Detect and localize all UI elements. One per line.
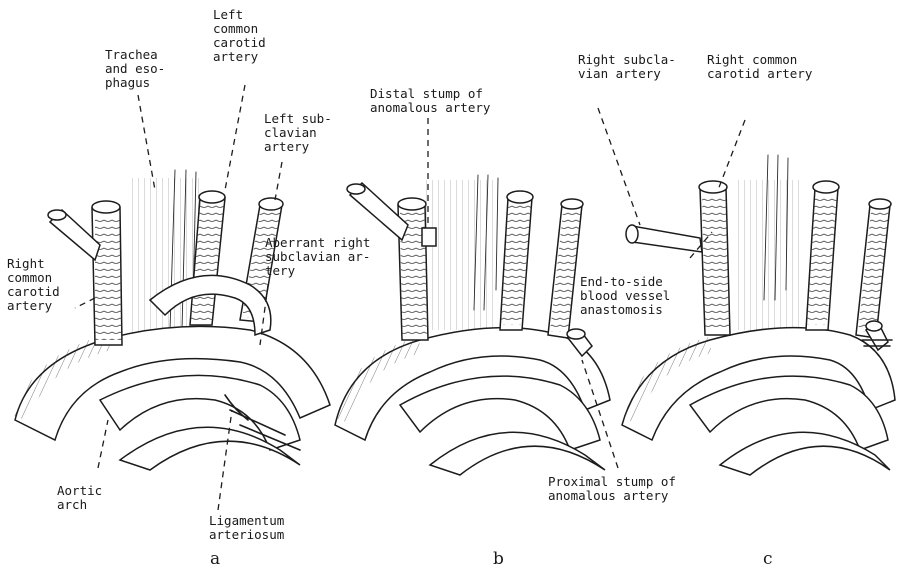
label-trachea-esophagus: Trachea and eso- phagus xyxy=(105,48,165,90)
panel-a-drawing xyxy=(15,170,330,470)
label-right-common-carotid-a: Right common carotid artery xyxy=(7,257,60,313)
label-right-common-carotid-c: Right common carotid artery xyxy=(707,53,812,81)
panel-letter-b: b xyxy=(493,549,504,569)
label-aberrant-right-subclavian: Aberrant right subclavian ar- tery xyxy=(265,236,370,278)
label-right-subclavian: Right subcla- vian artery xyxy=(578,53,676,81)
label-proximal-stump: Proximal stump of anomalous artery xyxy=(548,475,676,503)
label-left-common-carotid: Left common carotid artery xyxy=(213,8,266,64)
label-left-subclavian: Left sub- clavian artery xyxy=(264,112,332,154)
label-aortic-arch: Aortic arch xyxy=(57,484,102,512)
label-ligamentum-arteriosum: Ligamentum arteriosum xyxy=(209,514,284,542)
label-anastomosis: End-to-side blood vessel anastomosis xyxy=(580,275,670,317)
panel-b-drawing xyxy=(335,175,610,475)
panel-letter-c: c xyxy=(763,549,773,569)
trachea-shape-c xyxy=(735,180,800,330)
panel-letter-a: a xyxy=(210,549,220,569)
label-distal-stump: Distal stump of anomalous artery xyxy=(370,87,490,115)
